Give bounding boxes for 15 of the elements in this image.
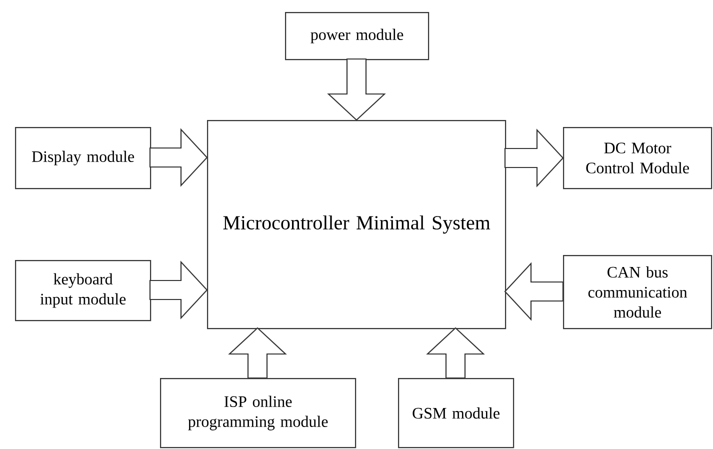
arrow	[426, 327, 485, 379]
module-box: power module	[285, 12, 430, 60]
module-box: CAN bus communication module	[563, 254, 712, 330]
module-box: GSM module	[398, 378, 514, 448]
arrow	[228, 327, 287, 379]
arrow	[504, 128, 564, 188]
arrow	[504, 262, 564, 321]
module-box: ISP online programming module	[160, 378, 356, 448]
system-box: Microcontroller Minimal System	[207, 120, 506, 330]
arrow	[149, 128, 208, 187]
module-box: Display module	[15, 127, 152, 190]
module-box: keyboard input module	[15, 260, 152, 322]
arrow	[327, 58, 386, 121]
module-box: DC Motor Control Module	[563, 127, 712, 190]
arrow	[149, 260, 208, 320]
